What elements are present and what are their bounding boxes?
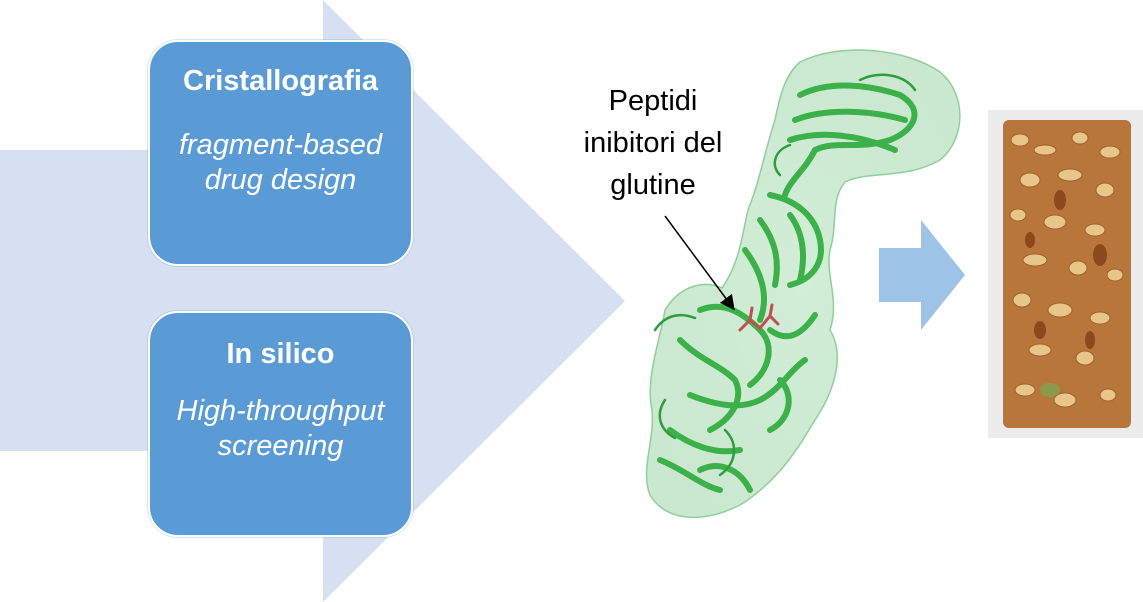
crystallography-box: Cristallografia fragment-based drug desi…: [148, 40, 413, 266]
callout-line-1: Peptidi: [608, 85, 698, 117]
protein-ribbon-thin: [653, 73, 917, 477]
crystallography-title: Cristallografia: [183, 65, 378, 97]
granola-nuts: [1025, 190, 1107, 349]
callout-label: Peptidi inibitori del glutine: [548, 80, 758, 206]
crystallography-subtitle: fragment-based drug design: [178, 129, 383, 196]
granola-texture: [1009, 131, 1124, 408]
in-silico-box: In silico High-throughput screening: [148, 311, 413, 537]
callout-line-3: glutine: [610, 169, 696, 201]
in-silico-title: In silico: [226, 338, 335, 370]
ligand-peptide: [738, 303, 780, 332]
in-silico-subtitle: High-throughput screening: [176, 395, 385, 462]
protein-ribbon: [657, 82, 918, 493]
protein-surface: [645, 49, 961, 518]
callout-line-2: inibitori del: [583, 127, 723, 159]
pumpkin-seed: [1040, 383, 1060, 397]
